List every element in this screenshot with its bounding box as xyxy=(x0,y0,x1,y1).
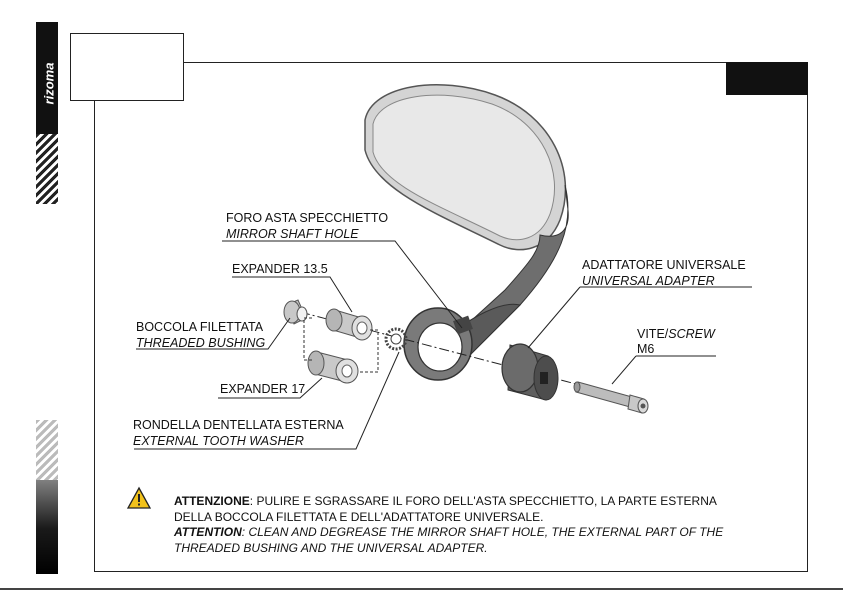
label-screw-size: M6 xyxy=(637,342,655,356)
label-washer-en: EXTERNAL TOOTH WASHER xyxy=(133,434,304,448)
label-adapter-en: UNIVERSAL ADAPTER xyxy=(582,274,715,288)
warning-text: ATTENZIONE: PULIRE E SGRASSARE IL FORO D… xyxy=(174,494,723,556)
page-number-box xyxy=(70,33,184,101)
warning-it-head: ATTENZIONE xyxy=(174,494,250,508)
section-tag xyxy=(726,62,808,95)
label-washer-it: RONDELLA DENTELLATA ESTERNA xyxy=(133,418,344,432)
warning-en-line1: ATTENTION: CLEAN AND DEGREASE THE MIRROR… xyxy=(174,525,723,541)
warning-en-line1-text: : CLEAN AND DEGREASE THE MIRROR SHAFT HO… xyxy=(241,525,724,539)
label-screw-it: VITE/ xyxy=(637,327,669,341)
warning-it-line1-text: : PULIRE E SGRASSARE IL FORO DELL'ASTA S… xyxy=(249,494,717,508)
warning-icon xyxy=(126,486,152,509)
brand-stripes-bottom xyxy=(36,420,58,480)
label-screw: VITE/SCREW xyxy=(637,327,715,342)
label-bushing-it: BOCCOLA FILETTATA xyxy=(136,320,264,334)
screw-illustration xyxy=(573,381,649,414)
label-bushing-en: THREADED BUSHING xyxy=(136,336,266,350)
universal-adapter-illustration xyxy=(501,343,559,401)
page-bottom-rule xyxy=(0,588,843,590)
label-screw-en: SCREW xyxy=(668,327,715,341)
brand-stripes-top xyxy=(36,134,58,204)
diagram-frame xyxy=(94,62,808,572)
label-mirror-hole-en: MIRROR SHAFT HOLE xyxy=(226,227,359,241)
label-expander-135: EXPANDER 13.5 xyxy=(232,262,328,276)
expander-17-illustration xyxy=(307,350,359,384)
expander-135-illustration xyxy=(325,308,373,341)
brand-sidebar: rizoma xyxy=(36,22,58,574)
mirror-illustration xyxy=(364,84,569,381)
label-expander-17: EXPANDER 17 xyxy=(220,382,306,396)
label-adapter-it: ADATTATORE UNIVERSALE xyxy=(582,258,746,272)
tooth-washer-illustration xyxy=(384,327,408,351)
warning-en-head: ATTENTION xyxy=(174,525,242,539)
warning-it-line1: ATTENZIONE: PULIRE E SGRASSARE IL FORO D… xyxy=(174,494,723,510)
warning-it-line2: DELLA BOCCOLA FILETTATA E DELL'ADATTATOR… xyxy=(174,509,544,524)
warning-en-line2: THREADED BUSHING AND THE UNIVERSAL ADAPT… xyxy=(174,540,488,555)
label-mirror-hole-it: FORO ASTA SPECCHIETTO xyxy=(226,211,389,225)
